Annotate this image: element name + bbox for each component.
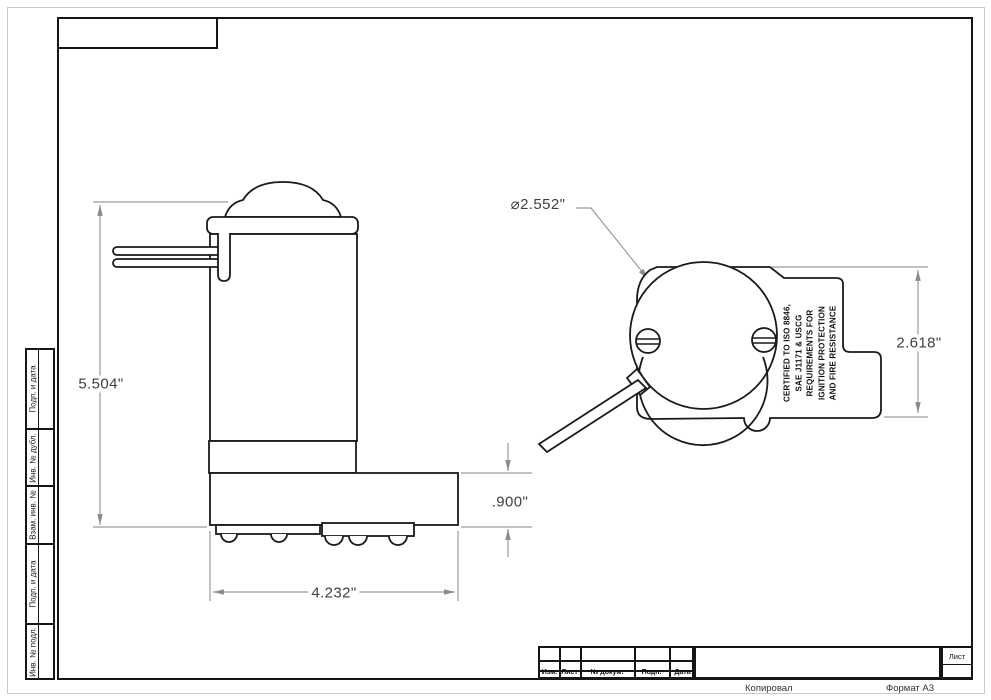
certification-line: CERTIFIED TO ISO 8846, [782,303,792,403]
title-col-podp: Подп. [641,668,662,676]
footer-format-label: Формат А3 [886,683,935,694]
dim-housing-height: 2.618" [893,334,945,352]
dim-base-width: 4.232" [308,584,360,602]
certification-line: AND FIRE RESISTANCE [828,305,838,401]
title-block-table: Изм. Лист № докум. Подп. Дата [538,646,694,679]
title-col-dokum: № докум. [590,668,624,676]
sidebar-label-cell: Инв. № подл. [27,625,39,678]
sidebar-row: Инв. № подл. [25,623,55,680]
sidebar-label-cell: Инв. № дубл. [27,430,39,485]
sidebar-label: Инв. № подл. [28,626,37,677]
sidebar-label: Подп. и дата [28,365,37,413]
sidebar-label: Взам. инв. № [28,490,37,540]
dim-motor-diameter: ⌀2.552" [510,196,566,213]
sidebar-row: Подп. и дата [25,543,55,625]
sidebar-label: Подп. и дата [28,560,37,608]
dim-base-thickness: .900" [488,493,532,511]
dim-total-height: 5.504" [75,375,127,393]
title-col-list: Лист [561,668,578,676]
title-block-name-cell [694,646,941,679]
title-col-data: Дата [674,668,691,676]
sidebar-label-cell: Подп. и дата [27,350,39,428]
sidebar-row: Подп. и дата [25,348,55,430]
sidebar-row: Инв. № дубл. [25,428,55,487]
footer-copied-label: Копировал [745,683,793,694]
page-border [7,7,985,694]
sidebar-row: Взам. инв. № [25,485,55,545]
top-left-stamp-box [57,17,218,49]
certification-text: CERTIFIED TO ISO 8846, SAE J1171 & USCG … [781,304,839,402]
certification-line: SAE J1171 & USCG [793,314,803,392]
sidebar-label: Инв. № дубл. [28,432,37,483]
sheet-number-box: Лист [941,646,973,679]
certification-line: REQUIREMENTS FOR [805,309,815,397]
certification-line: IGNITION PROTECTION [816,305,826,401]
sheet-label: Лист [948,652,966,661]
drawing-frame [57,17,973,680]
title-col-izm: Изм. [541,668,558,676]
sidebar-label-cell: Взам. инв. № [27,487,39,543]
sidebar-label-cell: Подп. и дата [27,545,39,623]
